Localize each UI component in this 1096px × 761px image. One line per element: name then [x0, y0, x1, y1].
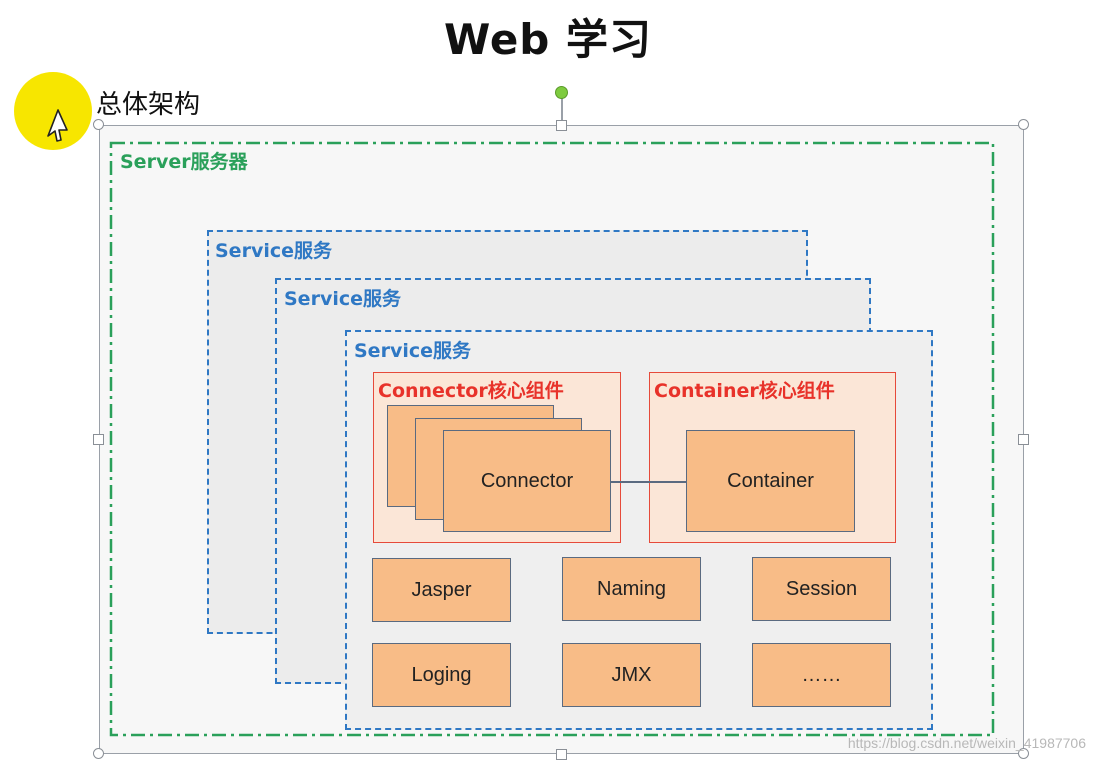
server-container-border — [109, 141, 995, 737]
component-more: …… — [752, 643, 891, 707]
resize-handle-bottom-right[interactable] — [1018, 748, 1029, 759]
resize-handle-left[interactable] — [93, 434, 104, 445]
watermark: https://blog.csdn.net/weixin_41987706 — [847, 735, 1086, 751]
page-subtitle: 总体架构 — [96, 90, 201, 120]
component-session: Session — [752, 557, 891, 621]
connector-box: Connector — [443, 430, 611, 532]
container-box: Container — [686, 430, 855, 532]
resize-handle-top[interactable] — [556, 120, 567, 131]
resize-handle-top-left[interactable] — [93, 119, 104, 130]
component-jmx: JMX — [562, 643, 701, 707]
resize-handle-right[interactable] — [1018, 434, 1029, 445]
service-label-back: Service服务 — [215, 240, 332, 262]
connector-container-link — [611, 481, 686, 483]
cursor-highlight — [14, 72, 92, 150]
service-label-front: Service服务 — [354, 340, 471, 362]
resize-handle-bottom[interactable] — [556, 749, 567, 760]
mouse-pointer-icon — [47, 109, 68, 142]
resize-handle-top-right[interactable] — [1018, 119, 1029, 130]
connector-core-label: Connector核心组件 — [378, 380, 564, 402]
container-core-label: Container核心组件 — [654, 380, 835, 402]
service-label-middle: Service服务 — [284, 288, 401, 310]
server-label: Server服务器 — [120, 151, 248, 173]
rotation-handle-stem — [561, 98, 563, 124]
component-naming: Naming — [562, 557, 701, 621]
resize-handle-bottom-left[interactable] — [93, 748, 104, 759]
component-loging: Loging — [372, 643, 511, 707]
component-jasper: Jasper — [372, 558, 511, 622]
rotation-handle[interactable] — [555, 86, 568, 99]
page-title: Web 学习 — [443, 15, 652, 64]
